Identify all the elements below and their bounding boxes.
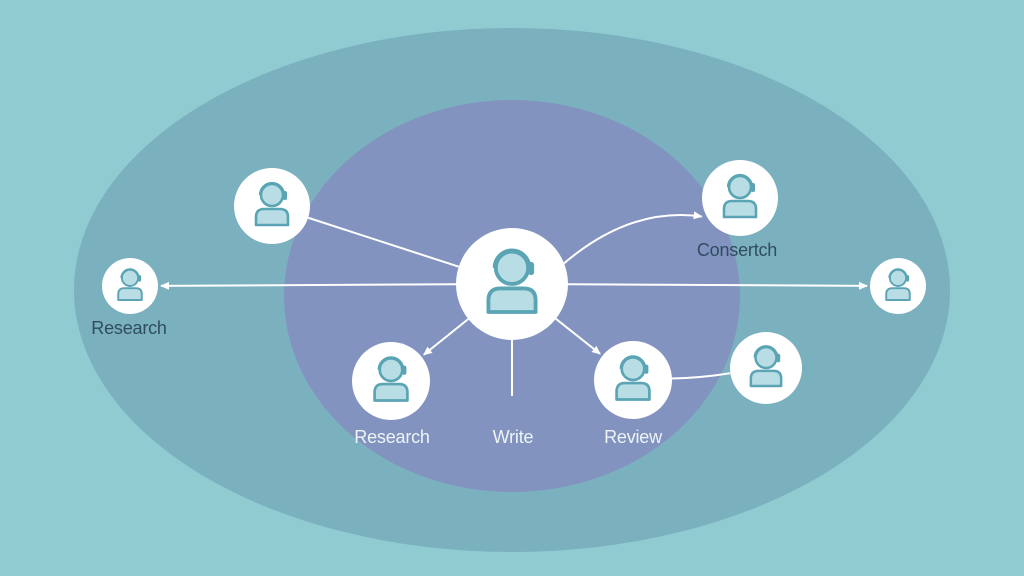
node-far-right[interactable] bbox=[870, 258, 926, 314]
person-headset-icon bbox=[749, 345, 783, 388]
node-label-top-right: Consertch bbox=[696, 240, 778, 260]
person-headset-icon bbox=[722, 173, 758, 219]
nodes-layer bbox=[102, 160, 926, 420]
node-label-bottom-right: Review bbox=[604, 427, 662, 447]
person-headset-icon bbox=[254, 181, 290, 227]
edges-layer bbox=[159, 211, 869, 380]
node-bottom-right[interactable] bbox=[594, 341, 672, 419]
node-center[interactable] bbox=[456, 228, 568, 340]
node-top-right[interactable] bbox=[702, 160, 778, 236]
person-headset-icon bbox=[885, 268, 911, 301]
node-label-bottom-left: Research bbox=[354, 427, 430, 447]
node-far-left[interactable] bbox=[102, 258, 158, 314]
edge-bottom-right-to-right-mid bbox=[671, 372, 731, 380]
edge-center-to-far-right bbox=[567, 281, 869, 290]
edge-center-to-bottom-left bbox=[422, 318, 469, 356]
edge-center-to-bottom-right bbox=[555, 318, 601, 355]
person-headset-icon bbox=[373, 356, 409, 402]
edge-center-to-top-right bbox=[557, 211, 703, 269]
person-headset-icon bbox=[117, 268, 143, 301]
node-label-write: Write bbox=[492, 427, 534, 447]
edge-center-to-top-left bbox=[307, 216, 460, 268]
edge-center-to-far-left bbox=[159, 281, 457, 290]
node-right-mid[interactable] bbox=[730, 332, 802, 404]
person-headset-icon bbox=[486, 248, 538, 314]
node-top-left[interactable] bbox=[234, 168, 310, 244]
node-bottom-left[interactable] bbox=[352, 342, 430, 420]
node-label-far-left: Research bbox=[91, 318, 167, 338]
person-headset-icon bbox=[615, 355, 651, 401]
